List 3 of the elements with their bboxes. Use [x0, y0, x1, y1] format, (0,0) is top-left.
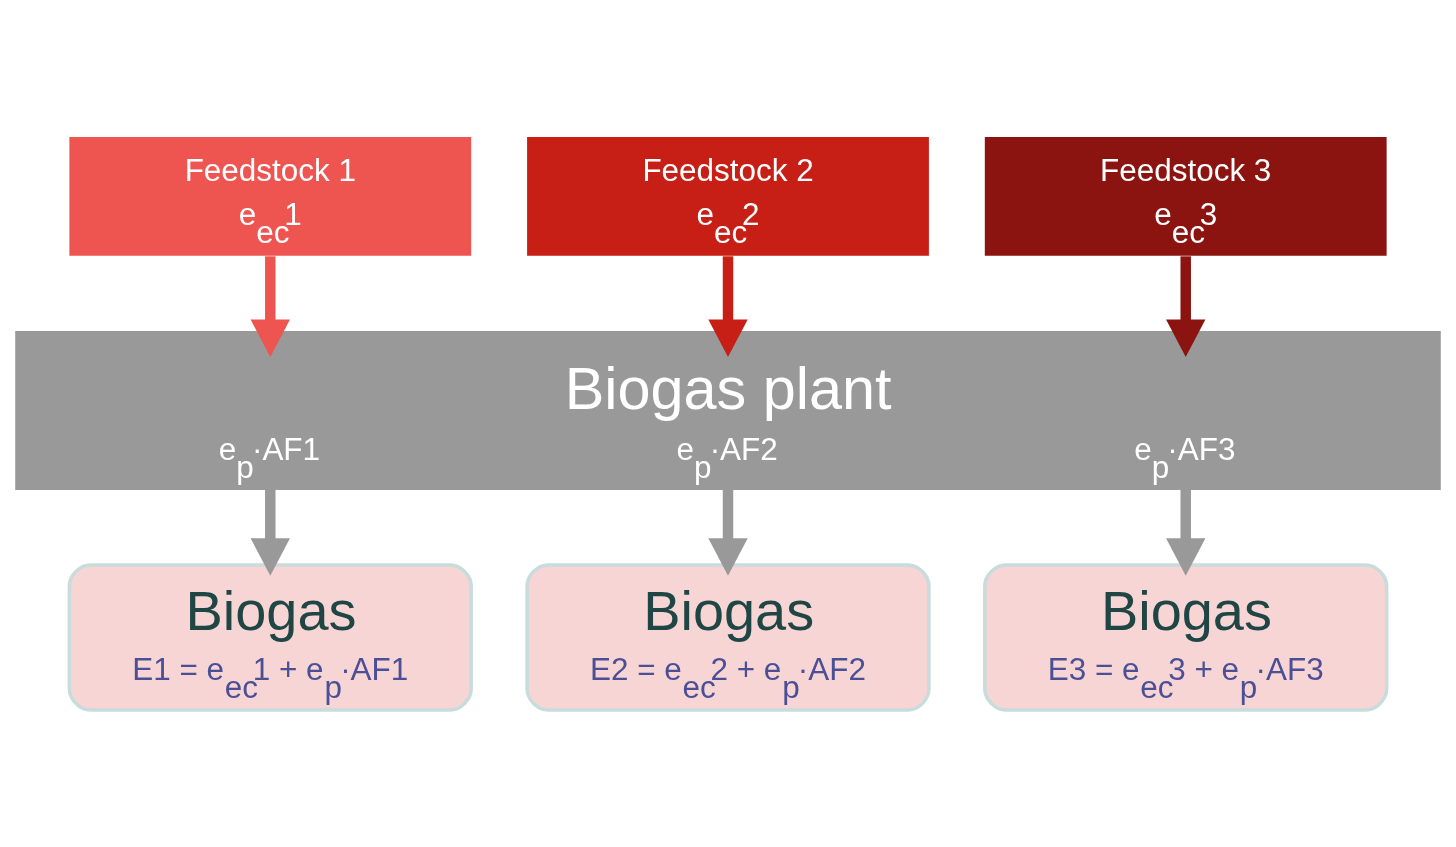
arrow [708, 256, 748, 358]
arrow [1166, 256, 1206, 358]
arrow [250, 256, 290, 358]
